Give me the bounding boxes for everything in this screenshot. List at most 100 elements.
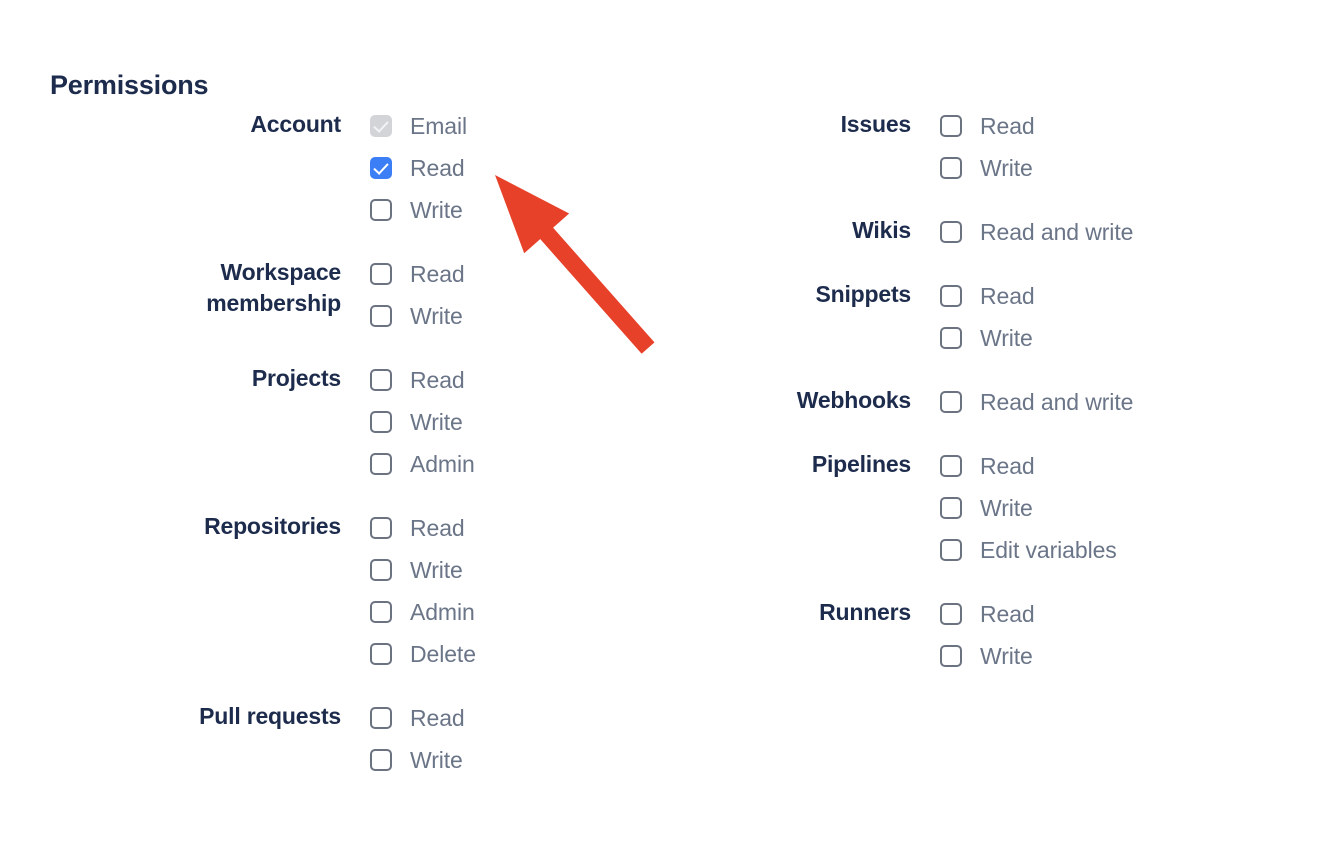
checkbox-issues-read[interactable] <box>940 115 962 137</box>
permission-option-label: Write <box>410 409 463 435</box>
permission-option-label: Admin <box>410 451 475 477</box>
permission-option-row[interactable]: Read and write <box>940 381 1255 423</box>
checkbox-repositories-read[interactable] <box>370 517 392 539</box>
permission-option-row[interactable]: Write <box>940 487 1255 529</box>
permission-option-row[interactable]: Write <box>370 549 660 591</box>
permission-option-row[interactable]: Read <box>370 147 660 189</box>
permission-option-label: Edit variables <box>980 537 1117 563</box>
permission-option-label: Read <box>410 705 465 731</box>
permission-option-row[interactable]: Read <box>370 507 660 549</box>
checkbox-webhooks-read-and-write[interactable] <box>940 391 962 413</box>
permission-group: Wikis Read and write <box>595 211 1255 253</box>
checkbox-issues-write[interactable] <box>940 157 962 179</box>
permission-option-row[interactable]: Delete <box>370 633 660 675</box>
permission-option-label: Read <box>410 155 465 181</box>
permission-option-row[interactable]: Write <box>370 295 660 337</box>
permission-option-row[interactable]: Write <box>370 189 660 231</box>
permission-option-list: Read and write <box>911 381 1255 423</box>
checkbox-pipelines-edit-variables[interactable] <box>940 539 962 561</box>
permission-option-row[interactable]: Admin <box>370 443 660 485</box>
permission-option-row[interactable]: Read <box>940 105 1255 147</box>
checkbox-repositories-admin[interactable] <box>370 601 392 623</box>
permission-option-row[interactable]: Write <box>370 739 660 781</box>
checkbox-snippets-write[interactable] <box>940 327 962 349</box>
permission-option-label: Write <box>410 303 463 329</box>
checkbox-pull-requests-write[interactable] <box>370 749 392 771</box>
checkbox-pull-requests-read[interactable] <box>370 707 392 729</box>
permission-option-row[interactable]: Read <box>940 275 1255 317</box>
permission-option-label: Read <box>980 113 1035 139</box>
permission-option-label: Write <box>980 495 1033 521</box>
permission-option-label: Read <box>980 453 1035 479</box>
checkbox-projects-admin[interactable] <box>370 453 392 475</box>
checkbox-runners-write[interactable] <box>940 645 962 667</box>
permission-option-label: Read and write <box>980 389 1134 415</box>
permission-option-row[interactable]: Edit variables <box>940 529 1255 571</box>
checkbox-projects-read[interactable] <box>370 369 392 391</box>
permission-option-row[interactable]: Write <box>940 147 1255 189</box>
permission-option-label: Read <box>980 601 1035 627</box>
permission-option-row[interactable]: Read and write <box>940 211 1255 253</box>
checkbox-repositories-delete[interactable] <box>370 643 392 665</box>
permission-option-row[interactable]: Read <box>370 697 660 739</box>
permission-option-row[interactable]: Admin <box>370 591 660 633</box>
checkbox-pipelines-read[interactable] <box>940 455 962 477</box>
checkbox-snippets-read[interactable] <box>940 285 962 307</box>
permission-group-label: Pipelines <box>811 451 911 477</box>
checkbox-account-read[interactable] <box>370 157 392 179</box>
checkbox-wikis-read-and-write[interactable] <box>940 221 962 243</box>
permission-option-row[interactable]: Read <box>940 593 1255 635</box>
permission-group-label: Runners <box>819 599 911 625</box>
checkbox-pipelines-write[interactable] <box>940 497 962 519</box>
checkbox-workspace-membership-write[interactable] <box>370 305 392 327</box>
page-title: Permissions <box>50 70 209 101</box>
checkbox-projects-write[interactable] <box>370 411 392 433</box>
permission-option-row[interactable]: Email <box>370 105 660 147</box>
permission-option-label: Write <box>410 557 463 583</box>
checkbox-runners-read[interactable] <box>940 603 962 625</box>
permission-group-label: Wikis <box>852 217 911 243</box>
permission-option-row[interactable]: Read <box>940 445 1255 487</box>
permission-option-row[interactable]: Write <box>370 401 660 443</box>
permission-option-label: Write <box>980 155 1033 181</box>
permission-option-row[interactable]: Write <box>940 317 1255 359</box>
permission-option-label: Read and write <box>980 219 1134 245</box>
permission-option-label: Read <box>980 283 1035 309</box>
permission-option-label: Write <box>980 325 1033 351</box>
checkbox-account-email <box>370 115 392 137</box>
permission-option-row[interactable]: Read <box>370 359 660 401</box>
permission-option-label: Delete <box>410 641 476 667</box>
permission-option-list: Read and write <box>911 211 1255 253</box>
permission-option-label: Read <box>410 515 465 541</box>
permission-group-label: Pull requests <box>199 703 341 729</box>
checkbox-account-write[interactable] <box>370 199 392 221</box>
permission-group-label: Snippets <box>815 281 911 307</box>
checkbox-workspace-membership-read[interactable] <box>370 263 392 285</box>
permission-group-label: Issues <box>840 111 912 137</box>
permission-group-label: Workspace membership <box>206 259 341 316</box>
permission-option-row[interactable]: Write <box>940 635 1255 677</box>
permission-option-row[interactable]: Read <box>370 253 660 295</box>
permission-option-label: Read <box>410 261 465 287</box>
checkbox-repositories-write[interactable] <box>370 559 392 581</box>
